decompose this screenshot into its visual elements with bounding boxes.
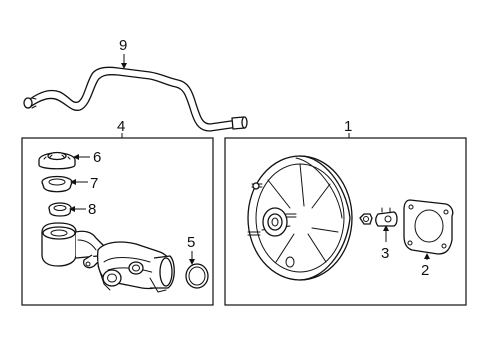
callout-3-label: 3 bbox=[381, 245, 389, 262]
callout-7: 7 bbox=[70, 175, 98, 192]
callout-5: 5 bbox=[187, 234, 195, 265]
callout-6: 6 bbox=[73, 149, 101, 166]
brake-booster-group-box bbox=[224, 137, 467, 306]
callout-2: 2 bbox=[421, 253, 430, 279]
reservoir-seal[interactable] bbox=[41, 175, 73, 193]
callout-5-label: 5 bbox=[187, 234, 195, 251]
callout-8-label: 8 bbox=[88, 201, 96, 218]
check-valve[interactable] bbox=[359, 207, 398, 227]
callout-4: 4 bbox=[117, 118, 125, 138]
vacuum-hose[interactable] bbox=[23, 66, 248, 132]
grommet[interactable] bbox=[48, 202, 72, 217]
booster-gasket[interactable] bbox=[403, 199, 454, 255]
callout-4-label: 4 bbox=[117, 118, 125, 135]
o-ring[interactable] bbox=[185, 263, 209, 289]
callout-9: 9 bbox=[119, 37, 127, 69]
master-cylinder-group-box bbox=[21, 137, 214, 306]
callout-1-label: 1 bbox=[344, 118, 352, 135]
callout-6-label: 6 bbox=[93, 149, 101, 166]
callout-9-label: 9 bbox=[119, 37, 127, 54]
callout-2-label: 2 bbox=[421, 262, 429, 279]
callout-8: 8 bbox=[69, 201, 96, 218]
reservoir-cap[interactable] bbox=[38, 151, 76, 170]
callout-7-label: 7 bbox=[90, 175, 98, 192]
brake-booster[interactable] bbox=[247, 155, 353, 281]
callout-3: 3 bbox=[381, 225, 389, 262]
callout-1: 1 bbox=[344, 118, 352, 138]
master-cylinder[interactable] bbox=[41, 222, 175, 293]
